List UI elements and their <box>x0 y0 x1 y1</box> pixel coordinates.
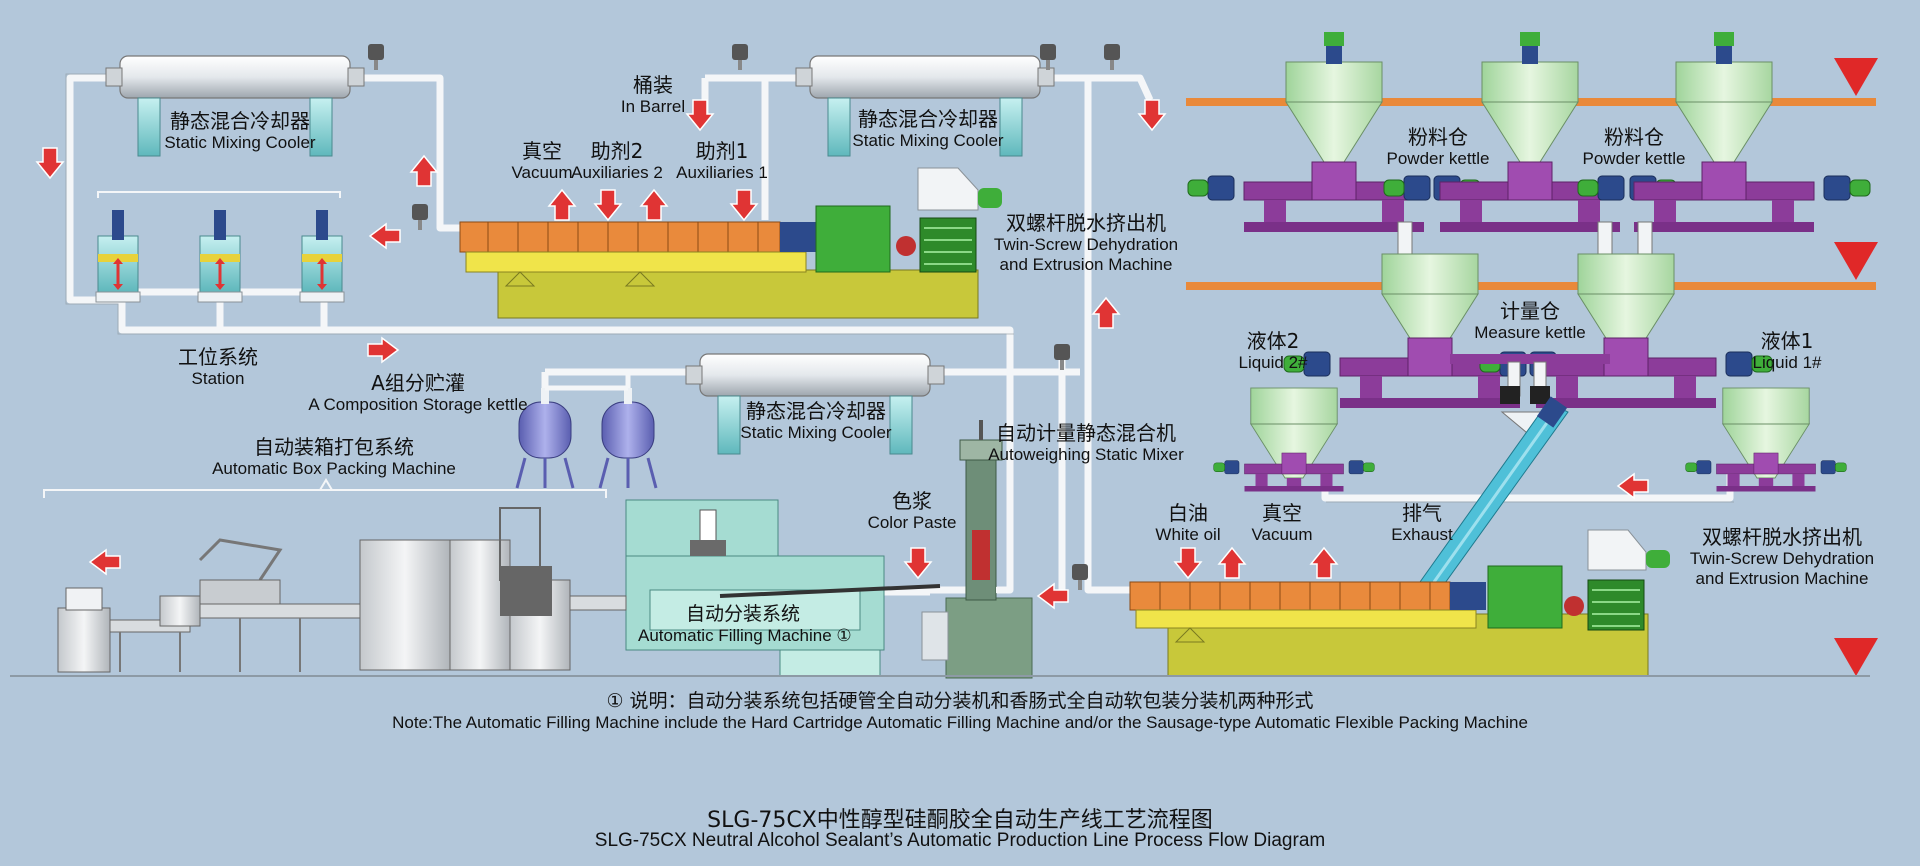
triangle-markers <box>1834 58 1878 676</box>
inclined-conveyor <box>1419 396 1569 591</box>
piping-outline <box>65 73 1734 503</box>
filling-machine <box>625 499 941 677</box>
piping-network <box>66 74 1750 596</box>
powder-pumps <box>1187 161 1871 233</box>
diagram-title-english: SLG-75CX Neutral Alcohol Sealant’s Autom… <box>594 830 1326 851</box>
powder-feed-tubes <box>1397 221 1653 255</box>
measure-pumps <box>1283 337 1773 409</box>
powder-hoppers <box>1285 32 1773 177</box>
diagram-title-chinese: SLG-75CX中性醇型硅酮胶全自动生产线工艺流程图 <box>707 808 1213 833</box>
storage-kettles <box>515 372 658 490</box>
extruder-2 <box>1129 529 1670 677</box>
autoweighing-static-mixer <box>921 420 1033 679</box>
station-system <box>94 191 346 304</box>
extruder-1 <box>459 167 1002 319</box>
note-chinese: ① 说明：自动分装系统包括硬管全自动分装机和香肠式全自动软包装分装机两种形式 <box>606 690 1314 712</box>
note-english: Note:The Automatic Filling Machine inclu… <box>392 713 1528 732</box>
box-packing-machine <box>43 478 627 673</box>
